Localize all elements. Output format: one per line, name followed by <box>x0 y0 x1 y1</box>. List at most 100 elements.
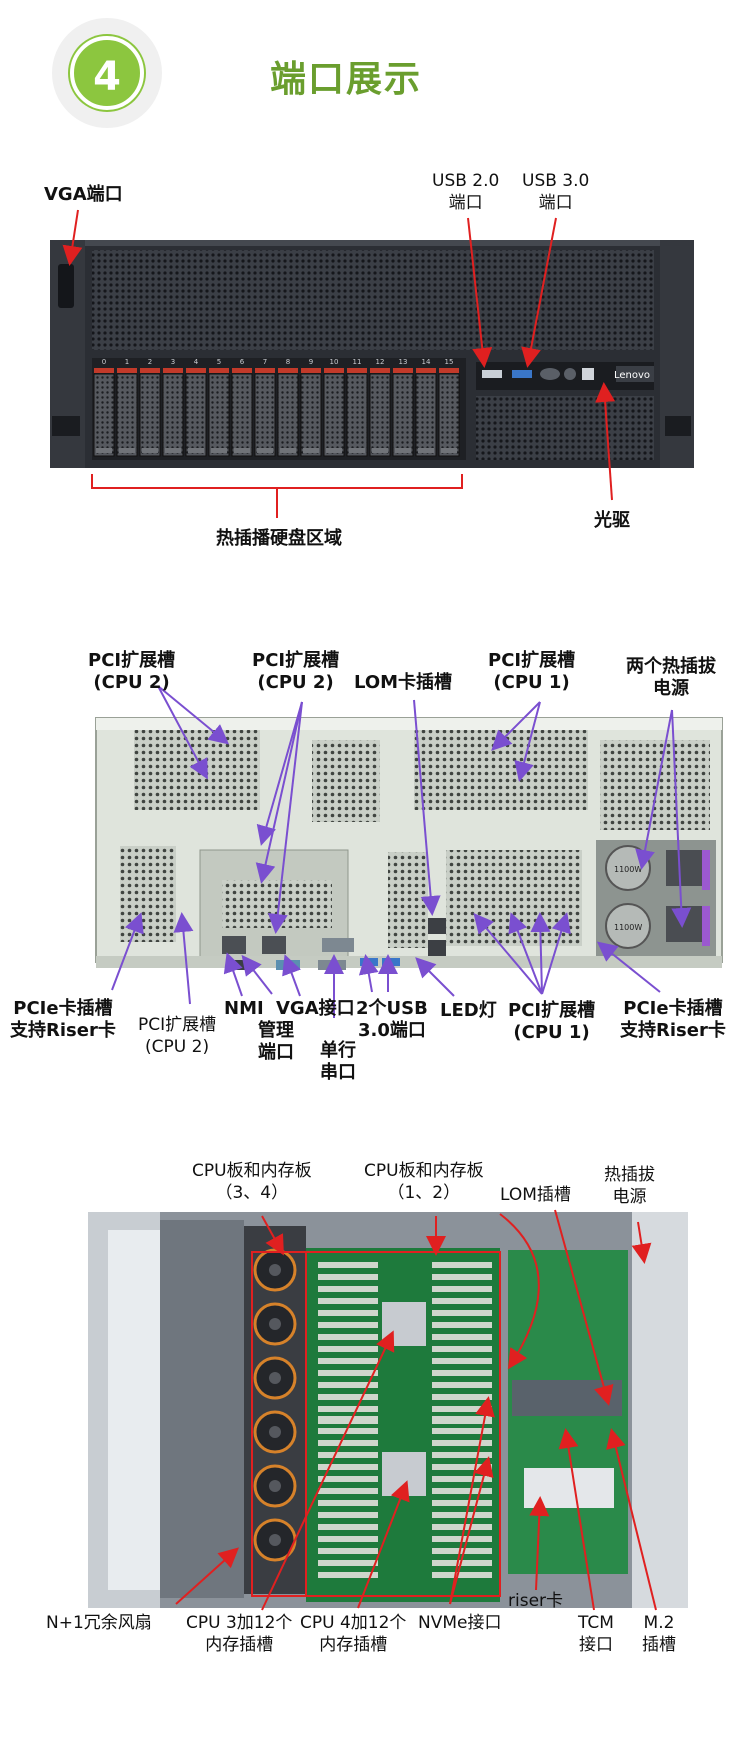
dimm-slot <box>318 1394 378 1400</box>
dimm-slot <box>318 1310 378 1316</box>
dimm-slot <box>432 1298 492 1304</box>
dimm-slot <box>318 1298 378 1304</box>
hdd-area-label: 热插播硬盘区域 <box>216 528 342 549</box>
dimm-slot <box>318 1452 378 1458</box>
hdd-bay[interactable] <box>438 368 460 457</box>
hdd-bay[interactable] <box>116 368 138 457</box>
cpu3-dimm-label: CPU 3加12个内存插槽 <box>186 1613 293 1655</box>
hdd-bay[interactable] <box>231 368 253 457</box>
bay-number: 9 <box>309 358 313 366</box>
hotplug-psu-internal-label: 热插拔电源 <box>604 1165 655 1207</box>
pci-slot-cpu1-label-top: PCI扩展槽(CPU 1) <box>488 650 576 693</box>
fan <box>253 1302 297 1346</box>
internal-chassis <box>88 1212 688 1608</box>
dimm-slot <box>318 1536 378 1542</box>
hotplug-psu-label: 两个热插拔电源 <box>626 656 716 699</box>
dimm-slot <box>318 1382 378 1388</box>
psu-rating-label: 1100W <box>614 923 642 932</box>
dimm-slot <box>432 1346 492 1352</box>
nvme-interface-label: NVMe接口 <box>418 1613 502 1633</box>
bay-number: 12 <box>376 358 385 366</box>
led-label: LED灯 <box>440 1000 497 1021</box>
dimm-slot <box>432 1274 492 1280</box>
hdd-bays <box>93 368 460 457</box>
dimm-slot <box>318 1274 378 1280</box>
dimm-slot <box>432 1548 492 1554</box>
psu-rating-label: 1100W <box>614 865 642 874</box>
dimm-slot <box>318 1572 378 1578</box>
dimm-slots <box>318 1262 492 1578</box>
dimm-slot <box>432 1572 492 1578</box>
bay-number: 4 <box>194 358 199 366</box>
bay-number: 13 <box>399 358 408 366</box>
dimm-slot <box>432 1406 492 1412</box>
pci-slot-cpu1-label-bottom: PCI扩展槽(CPU 1) <box>508 1000 596 1043</box>
dimm-slot <box>432 1322 492 1328</box>
nmi-label: NMI <box>224 998 264 1019</box>
dimm-slot <box>318 1346 378 1352</box>
brand-logo: Lenovo <box>614 370 651 381</box>
dimm-slot <box>318 1370 378 1376</box>
bay-number: 8 <box>286 358 290 366</box>
hdd-bay[interactable] <box>162 368 184 457</box>
pci-slot-cpu2-label-bottom: PCI扩展槽(CPU 2) <box>138 1015 217 1057</box>
dimm-slot <box>318 1500 378 1506</box>
fan <box>253 1464 297 1508</box>
pci-slot-cpu2-label-b: PCI扩展槽(CPU 2) <box>252 650 340 693</box>
dimm-slot <box>432 1488 492 1494</box>
redundant-fan-label: N+1冗余风扇 <box>46 1613 152 1633</box>
dimm-slot <box>318 1488 378 1494</box>
hdd-bay[interactable] <box>208 368 230 457</box>
hdd-bay[interactable] <box>277 368 299 457</box>
dimm-slot <box>432 1476 492 1482</box>
hdd-bay[interactable] <box>93 368 115 457</box>
dimm-slot <box>432 1560 492 1566</box>
dimm-slot <box>432 1262 492 1268</box>
bay-number: 1 <box>125 358 129 366</box>
dimm-slot <box>318 1418 378 1424</box>
dimm-slot <box>432 1512 492 1518</box>
pci-slot-cpu2-label-a: PCI扩展槽(CPU 2) <box>88 650 176 693</box>
dimm-slot <box>432 1452 492 1458</box>
bay-number: 14 <box>422 358 431 366</box>
dimm-slot <box>318 1440 378 1446</box>
hdd-bay[interactable] <box>300 368 322 457</box>
fan-array <box>253 1248 297 1562</box>
bay-number: 2 <box>148 358 152 366</box>
hdd-bay[interactable] <box>369 368 391 457</box>
hdd-bay[interactable] <box>254 368 276 457</box>
hdd-bay[interactable] <box>392 368 414 457</box>
dimm-slot <box>318 1334 378 1340</box>
hdd-bay[interactable] <box>139 368 161 457</box>
management-port-label: 管理端口 <box>258 1020 294 1063</box>
hdd-bay[interactable] <box>185 368 207 457</box>
vga-port-label: VGA端口 <box>44 184 123 205</box>
dimm-slot <box>318 1322 378 1328</box>
cpu12-board-label: CPU板和内存板（1、2） <box>364 1161 484 1203</box>
pcie-riser-left-label: PCIe卡插槽支持Riser卡 <box>10 998 116 1041</box>
rear-chassis <box>95 717 723 970</box>
hdd-bay[interactable] <box>323 368 345 457</box>
dimm-slot <box>432 1440 492 1446</box>
dimm-slot <box>318 1358 378 1364</box>
lom-slot-label: LOM卡插槽 <box>354 672 453 693</box>
dimm-slot <box>432 1358 492 1364</box>
dimm-slot <box>318 1262 378 1268</box>
dimm-slot <box>318 1286 378 1292</box>
bay-number: 15 <box>445 358 454 366</box>
dimm-slot <box>432 1394 492 1400</box>
hdd-bay[interactable] <box>415 368 437 457</box>
dimm-slot <box>432 1310 492 1316</box>
hdd-bay[interactable] <box>346 368 368 457</box>
bay-number: 10 <box>330 358 339 366</box>
dimm-slot <box>318 1428 378 1434</box>
bay-number: 3 <box>171 358 175 366</box>
dimm-slot <box>318 1548 378 1554</box>
dimm-slot <box>318 1524 378 1530</box>
bay-number: 7 <box>263 358 267 366</box>
dimm-slot <box>318 1560 378 1566</box>
